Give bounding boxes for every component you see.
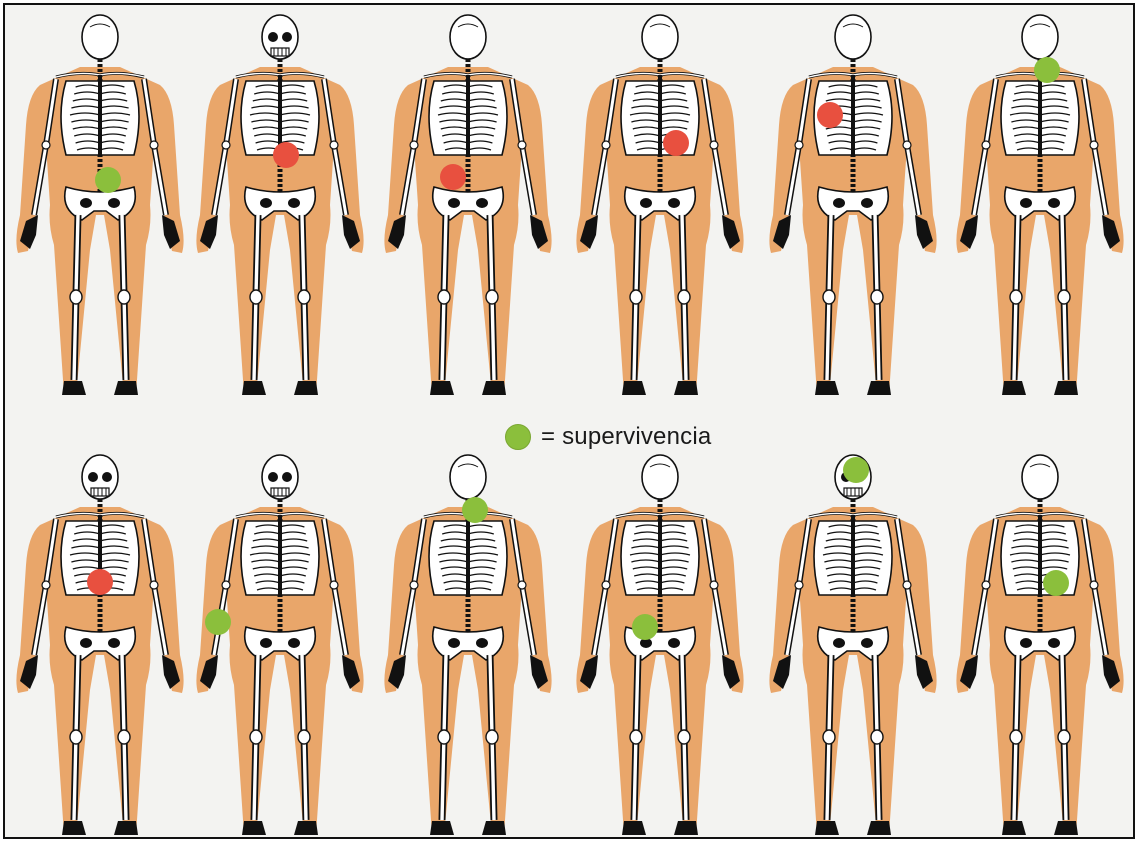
survival-wound-marker bbox=[632, 614, 658, 640]
skeleton-figure bbox=[196, 15, 363, 395]
skeleton-figure bbox=[196, 455, 363, 835]
fatal-wound-marker bbox=[817, 102, 843, 128]
skeleton-figure bbox=[956, 455, 1123, 835]
survival-wound-marker bbox=[843, 457, 869, 483]
survival-wound-marker bbox=[1043, 570, 1069, 596]
survival-wound-marker bbox=[1034, 57, 1060, 83]
skeleton-figure bbox=[956, 15, 1123, 395]
fatal-wound-marker bbox=[440, 164, 466, 190]
fatal-wound-marker bbox=[273, 142, 299, 168]
skeleton-figure bbox=[384, 455, 551, 835]
skeleton-figure bbox=[16, 15, 183, 395]
survival-wound-marker bbox=[462, 497, 488, 523]
fatal-wound-marker bbox=[87, 569, 113, 595]
skeleton-figure bbox=[16, 455, 183, 835]
skeleton-figure bbox=[384, 15, 551, 395]
diagram-frame: = supervivencia bbox=[3, 3, 1135, 839]
skeleton-figure bbox=[576, 15, 743, 395]
skeleton-figure bbox=[769, 15, 936, 395]
skeleton-figure bbox=[769, 455, 936, 835]
survival-wound-marker bbox=[205, 609, 231, 635]
legend: = supervivencia bbox=[505, 417, 711, 457]
skeleton-figure bbox=[576, 455, 743, 835]
legend-survival-marker bbox=[505, 424, 531, 450]
legend-label: = supervivencia bbox=[541, 423, 711, 451]
fatal-wound-marker bbox=[663, 130, 689, 156]
survival-wound-marker bbox=[95, 167, 121, 193]
